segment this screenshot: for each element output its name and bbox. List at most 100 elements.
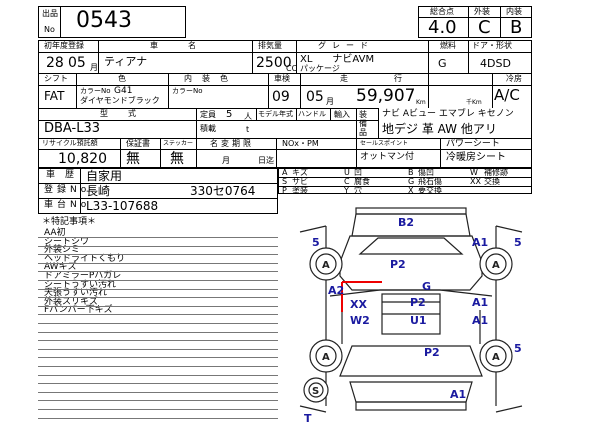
package: パッケージ: [300, 64, 340, 73]
note-item: シートうすい汚れ: [44, 279, 117, 290]
handle-label: モデル年式: [258, 110, 293, 118]
ruled-line: [38, 288, 278, 290]
name-change-day: 日迄: [258, 156, 274, 165]
svg-text:A: A: [492, 260, 500, 271]
legend-text: 交換: [484, 177, 500, 186]
mileage-label: 走行: [340, 74, 448, 83]
car-name: ティアナ: [104, 55, 148, 68]
color-no-label: カラーNo: [80, 87, 111, 95]
note-item: AA初: [44, 228, 66, 238]
score-value: 4.0: [428, 17, 457, 38]
note-item: 天張うすい汚れ: [44, 288, 108, 299]
sticker-label: ステッカー: [163, 140, 194, 147]
ruled-line: [38, 357, 278, 359]
ruled-line: [38, 391, 278, 393]
warranty: 無: [126, 151, 140, 167]
history: 自家用: [86, 169, 123, 183]
inspection-month-unit: 月: [326, 97, 334, 106]
shift: FAT: [44, 89, 65, 103]
displacement-label: 排気量: [258, 41, 282, 50]
door-label: ドア・形状: [472, 41, 512, 50]
interior-color-no-label: カラーNo: [172, 87, 203, 95]
color-label: 色: [118, 74, 126, 83]
shift-label: シフト: [44, 74, 68, 83]
equipment-label: 装備品: [359, 110, 367, 137]
ruled-line: [38, 400, 278, 402]
grade: XL ナビAVM: [300, 54, 375, 65]
note-item: ドアミラーPハガレ: [44, 271, 122, 281]
import-label: 輸入: [334, 110, 350, 119]
car-name-label: 車名: [150, 41, 226, 50]
mark-p2-center: P2: [410, 296, 426, 309]
reg-month: 05: [68, 55, 86, 71]
legend-text: キズ: [292, 168, 308, 177]
mark-5-front-left: 5: [312, 236, 320, 249]
legend-text: サビ: [292, 177, 308, 186]
legend-text: 腐食: [354, 177, 370, 186]
ruled-line: [38, 366, 278, 367]
equipment-line1: ナビ Aビュー エマブレ キセノン: [382, 109, 514, 119]
nox-label: NOx・PM: [282, 139, 319, 148]
legend-code: C: [344, 177, 350, 186]
mark-a1-rear-right: A1: [472, 314, 488, 327]
reg-number: 330セ0764: [190, 184, 256, 198]
lot-label-top: 出品: [42, 9, 58, 18]
inspection-year: 09: [272, 89, 290, 105]
inspection-label: 車検: [274, 74, 290, 83]
ruled-line: [38, 305, 278, 307]
exterior-grade: C: [478, 17, 491, 38]
legend-code: Y: [344, 186, 349, 195]
ac-label: 冷房: [506, 74, 522, 83]
notes-title: ＊特記事項＊: [42, 217, 97, 227]
svg-text:A: A: [492, 352, 500, 363]
score-box: [418, 6, 532, 38]
legend-code: X: [408, 186, 414, 195]
ruled-line: [38, 374, 278, 376]
ruled-line: [38, 340, 278, 342]
mark-5-front-right: 5: [514, 236, 522, 249]
chassis: L33-107688: [86, 199, 159, 213]
legend-code: S: [282, 177, 288, 186]
legend-code: XX: [470, 177, 481, 186]
score-label: 総合点: [430, 7, 454, 16]
seats-unit: 人: [244, 112, 252, 121]
note-item: Fバンパー下キズ: [44, 305, 113, 316]
legend-code: A: [282, 168, 288, 177]
mark-p2-front: P2: [390, 258, 406, 271]
main-grid: [38, 40, 532, 168]
capacity-unit: t: [246, 125, 250, 134]
ruled-line: [38, 280, 278, 281]
history-label: 車歴: [46, 170, 85, 180]
reg-month-unit: 月: [90, 63, 98, 72]
mileage-unit2: 千Km: [466, 99, 482, 106]
svg-text:A: A: [322, 260, 330, 271]
legend-box: [278, 168, 532, 194]
reg-no-label: 登録No: [44, 185, 91, 195]
legend-code: U: [344, 168, 350, 177]
note-item: AWキズ: [44, 262, 77, 273]
sticker: 無: [170, 151, 184, 167]
warranty-label: 保証書: [126, 139, 150, 148]
ruled-line: [38, 417, 278, 419]
auto-label: オットマン付: [360, 152, 415, 162]
equipment-line2: 地デジ 革 AW 他アリ: [382, 122, 497, 136]
history-box: [38, 168, 278, 214]
recycle-fee: 10,820: [58, 151, 107, 167]
ruled-line: [38, 297, 278, 299]
cc-unit: CC: [286, 64, 298, 73]
exterior-label: 外装: [474, 7, 490, 16]
ruled-line: [38, 314, 278, 316]
lot-label-bottom: No: [44, 25, 55, 34]
color-no: G41: [114, 86, 133, 96]
ruled-line: [38, 237, 278, 238]
note-item: ヘッドライトくもり: [44, 253, 126, 264]
ruled-line: [38, 331, 278, 333]
interior-label: 内装: [506, 7, 522, 16]
mark-b2: B2: [398, 216, 414, 229]
legend-text: 穴: [354, 186, 362, 195]
legend-code: G: [408, 177, 415, 186]
inspection-month: 05: [306, 89, 324, 105]
mark-a1-front-right: A1: [472, 236, 488, 249]
ruled-line: [38, 245, 278, 247]
